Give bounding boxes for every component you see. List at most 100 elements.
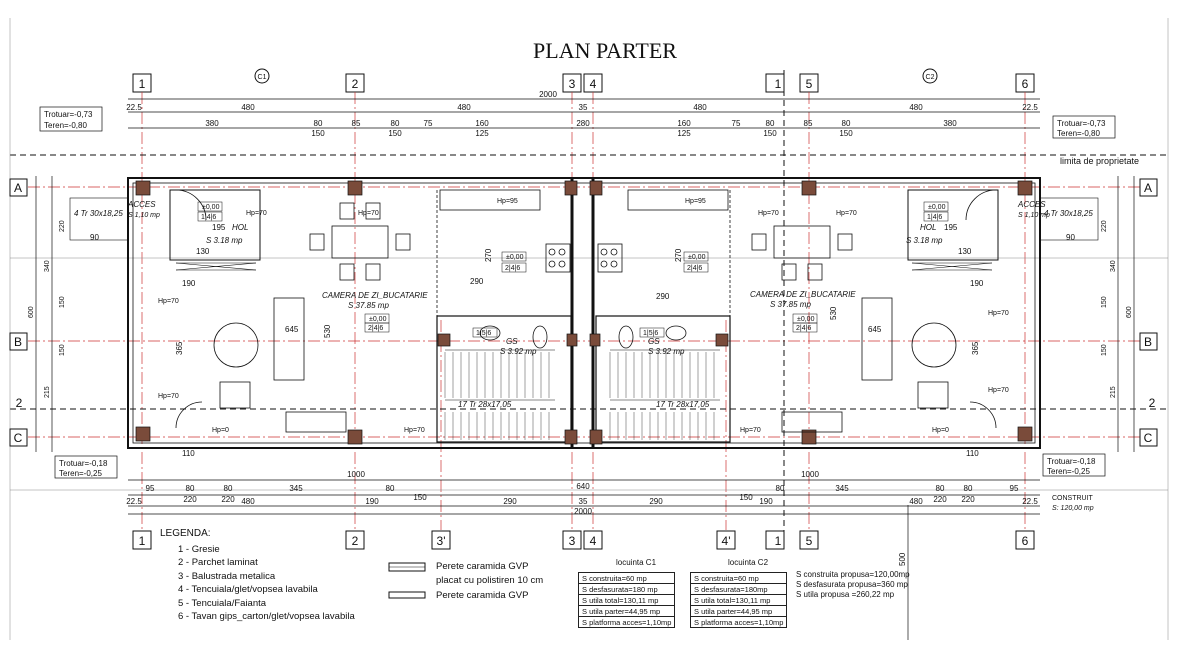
svg-text:125: 125 bbox=[475, 129, 489, 138]
stairs-label-c1: 17 Tr 28x17,05 bbox=[458, 400, 512, 409]
table-row: S desfasurata=180 mp bbox=[577, 583, 676, 595]
svg-text:S 3.92 mp: S 3.92 mp bbox=[500, 347, 537, 356]
svg-text:270: 270 bbox=[674, 248, 683, 262]
svg-text:290: 290 bbox=[470, 277, 484, 286]
row-b-right: B bbox=[1144, 335, 1152, 349]
svg-text:S 1,10 mp: S 1,10 mp bbox=[128, 212, 160, 219]
ext-stairs-c1: 4 Tr 30x18,25 bbox=[74, 209, 123, 218]
svg-text:280: 280 bbox=[576, 119, 590, 128]
svg-text:Trotuar=-0,18: Trotuar=-0,18 bbox=[59, 459, 108, 468]
hol-label-c2: HOL bbox=[920, 223, 936, 232]
table-row: S platforma acces=1,10mp bbox=[689, 616, 788, 628]
dim-500: 500 bbox=[898, 552, 907, 566]
svg-text:340: 340 bbox=[1110, 260, 1117, 272]
svg-text:340: 340 bbox=[44, 260, 51, 272]
svg-text:640: 640 bbox=[576, 482, 590, 491]
room-dims: 645 645 530 530 365 365 290 290 270 270 … bbox=[90, 223, 1075, 458]
svg-text:S 3.92 mp: S 3.92 mp bbox=[648, 347, 685, 356]
gs-label-c1: GS bbox=[506, 337, 518, 346]
svg-text:3: 3 bbox=[569, 534, 576, 548]
svg-text:±0,00: ±0,00 bbox=[688, 254, 706, 261]
legend-item: 1 - Gresie bbox=[178, 544, 220, 555]
svg-text:3': 3' bbox=[437, 534, 446, 548]
dims-bottom: 1000 1000 640 95 80 80 345 80 80 345 80 … bbox=[126, 470, 1038, 516]
svg-text:1|5|6: 1|5|6 bbox=[476, 330, 491, 337]
svg-text:150: 150 bbox=[388, 129, 402, 138]
svg-text:22.5: 22.5 bbox=[126, 103, 142, 112]
svg-text:1: 1 bbox=[139, 534, 146, 548]
svg-text:4: 4 bbox=[590, 534, 597, 548]
total-construita: S construita propusa=120,00mp bbox=[796, 570, 910, 579]
svg-text:345: 345 bbox=[289, 484, 303, 493]
svg-text:290: 290 bbox=[656, 292, 670, 301]
svg-text:160: 160 bbox=[475, 119, 489, 128]
legend-item: 5 - Tencuiala/Faianta bbox=[178, 597, 267, 609]
svg-text:85: 85 bbox=[804, 119, 813, 128]
level-boxes: Trotuar=-0,73 Teren=-0,80 Trotuar=-0,73 … bbox=[39, 106, 1116, 479]
svg-text:4': 4' bbox=[722, 534, 731, 548]
svg-text:Trotuar=-0,18: Trotuar=-0,18 bbox=[1047, 457, 1096, 466]
unit-c2-label: C2 bbox=[926, 74, 935, 81]
finish-codes: ±0,00 2|4|6 ±0,00 2|4|6 ±0,00 2|4|6 ±0,0… bbox=[197, 201, 949, 338]
legend-title: LEGENDA: bbox=[160, 528, 211, 539]
svg-text:Hp=70: Hp=70 bbox=[158, 298, 179, 305]
svg-text:80: 80 bbox=[766, 119, 775, 128]
svg-text:S 3.18 mp: S 3.18 mp bbox=[206, 236, 243, 245]
axis-top-2: 2 bbox=[352, 77, 359, 91]
table-row: S desfasurata=180mp bbox=[689, 583, 788, 595]
svg-text:Hp=0: Hp=0 bbox=[932, 427, 949, 434]
side-dims: 600 340 215 600 340 215 220 150 150 220 … bbox=[28, 220, 1133, 398]
svg-text:80: 80 bbox=[842, 119, 851, 128]
wall-legend-symbols bbox=[388, 562, 426, 599]
svg-text:35: 35 bbox=[579, 497, 588, 506]
svg-text:1|5|6: 1|5|6 bbox=[643, 330, 658, 337]
svg-text:80: 80 bbox=[936, 484, 945, 493]
svg-text:195: 195 bbox=[944, 223, 958, 232]
legend-item: 6 - Tavan gips_carton/glet/vopsea lavabi… bbox=[178, 611, 355, 623]
svg-text:±0,00: ±0,00 bbox=[928, 204, 946, 211]
table-c1-header: locuinta C1 bbox=[616, 558, 657, 567]
table-row: S utila total=130,11 mp bbox=[577, 594, 676, 606]
dim-total-top: 2000 bbox=[539, 90, 557, 99]
svg-text:150: 150 bbox=[59, 296, 66, 308]
svg-text:220: 220 bbox=[933, 495, 947, 504]
svg-text:380: 380 bbox=[943, 119, 957, 128]
svg-text:150: 150 bbox=[311, 129, 325, 138]
svg-text:290: 290 bbox=[649, 497, 663, 506]
svg-text:645: 645 bbox=[285, 325, 299, 334]
svg-text:85: 85 bbox=[352, 119, 361, 128]
svg-text:600: 600 bbox=[1126, 306, 1133, 318]
svg-text:150: 150 bbox=[1101, 296, 1108, 308]
gs-label-c2: GS bbox=[648, 337, 660, 346]
table-c1: S construita=60 mp S desfasurata=180 mp … bbox=[577, 572, 676, 628]
acces-label-c1: ACCES bbox=[127, 200, 156, 209]
svg-text:Hp=70: Hp=70 bbox=[758, 210, 779, 217]
svg-text:220: 220 bbox=[183, 495, 197, 504]
unit-c1-label: C1 bbox=[258, 74, 267, 81]
svg-text:195: 195 bbox=[212, 223, 226, 232]
legend-item: 3 - Balustrada metalica bbox=[178, 570, 276, 582]
svg-text:Perete caramida GVP: Perete caramida GVP bbox=[436, 590, 528, 601]
table-c2-header: locuinta C2 bbox=[728, 558, 769, 567]
svg-text:2|4|6: 2|4|6 bbox=[687, 265, 702, 272]
svg-text:22.5: 22.5 bbox=[126, 497, 142, 506]
svg-text:190: 190 bbox=[365, 497, 379, 506]
svg-text:±0,00: ±0,00 bbox=[369, 316, 387, 323]
svg-text:190: 190 bbox=[182, 279, 196, 288]
svg-text:Teren=-0,80: Teren=-0,80 bbox=[1057, 129, 1100, 138]
dims-top: 2000 22.5 480 480 35 480 480 22.5 380 80… bbox=[126, 90, 1038, 138]
row-c-left: C bbox=[14, 431, 23, 445]
svg-text:150: 150 bbox=[59, 344, 66, 356]
svg-text:480: 480 bbox=[909, 103, 923, 112]
svg-text:95: 95 bbox=[146, 484, 155, 493]
svg-text:Hp=0: Hp=0 bbox=[212, 427, 229, 434]
property-limit-label: limita de proprietate bbox=[1060, 156, 1139, 166]
svg-text:S 1,10 mp: S 1,10 mp bbox=[1018, 212, 1050, 219]
svg-text:Perete caramida GVP: Perete caramida GVP bbox=[436, 561, 528, 572]
total-utila: S utila propusa =260,22 mp bbox=[796, 590, 895, 599]
svg-text:±0,00: ±0,00 bbox=[202, 204, 220, 211]
svg-text:80: 80 bbox=[386, 484, 395, 493]
svg-text:Hp=70: Hp=70 bbox=[246, 210, 267, 217]
axis-top-3: 3 bbox=[569, 77, 576, 91]
svg-text:480: 480 bbox=[693, 103, 707, 112]
